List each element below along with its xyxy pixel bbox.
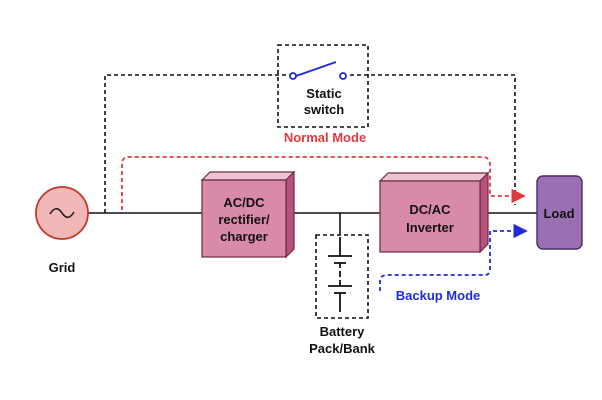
- static-switch-label-line2: switch: [304, 102, 345, 117]
- grid-label: Grid: [49, 260, 76, 275]
- bypass-path: [104, 74, 516, 213]
- static-switch-box: [277, 44, 369, 128]
- rectifier-label-line2: rectifier/: [218, 212, 270, 227]
- rectifier-label-line3: charger: [220, 229, 268, 244]
- inverter-label-line1: DC/AC: [409, 202, 451, 217]
- static-switch-label-line1: Static: [306, 86, 341, 101]
- rectifier-block: [200, 170, 296, 259]
- inverter-label-line2: Inverter: [406, 220, 454, 235]
- main-wire: [88, 212, 540, 235]
- backup-mode-path: [379, 223, 528, 291]
- load-block: [536, 175, 583, 250]
- battery-box: [315, 234, 369, 319]
- rectifier-label-line1: AC/DC: [223, 195, 265, 210]
- switch-symbol: [289, 61, 347, 80]
- battery-icon: [328, 237, 352, 312]
- normal-mode-label: Normal Mode: [284, 130, 366, 145]
- grid-source-icon: [35, 186, 89, 240]
- normal-mode-path: [121, 156, 526, 210]
- battery-label-line2: Pack/Bank: [309, 341, 376, 356]
- backup-mode-label: Backup Mode: [396, 288, 481, 303]
- load-label: Load: [543, 206, 574, 221]
- battery-label-line1: Battery: [320, 324, 366, 339]
- inverter-block: [378, 171, 490, 254]
